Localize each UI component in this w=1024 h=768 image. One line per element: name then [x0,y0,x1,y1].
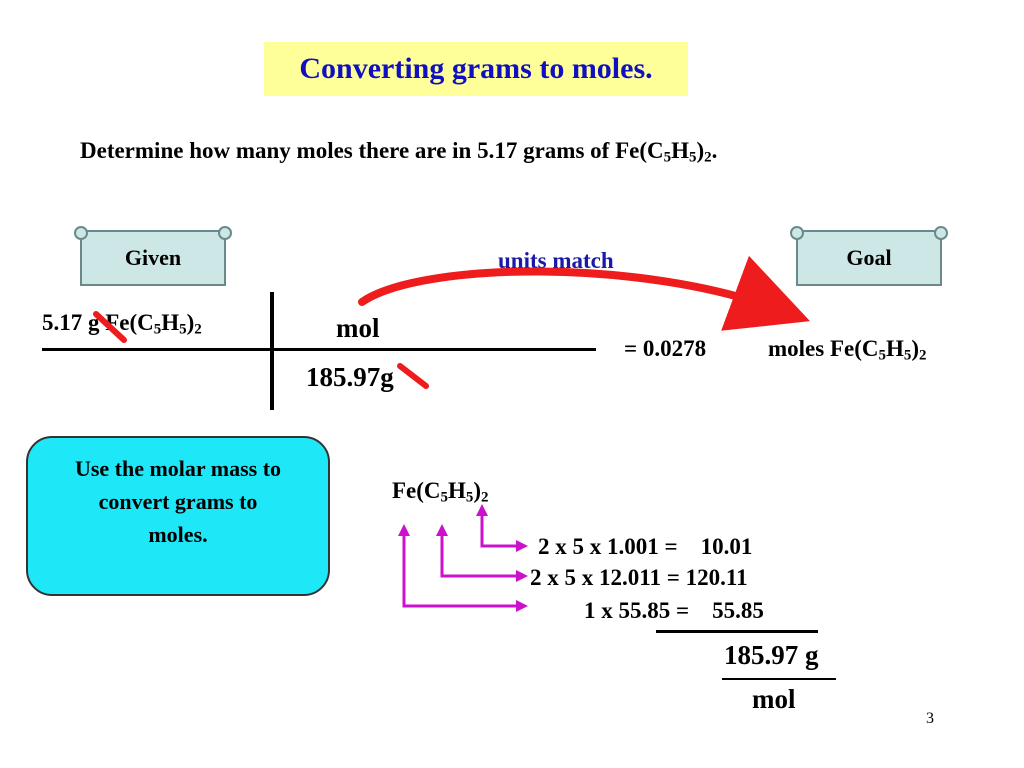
bracket-arrow-hydrogen [476,504,528,552]
result-value: = 0.0278 [624,336,707,361]
conversion-fraction-line [304,348,418,351]
iron-mass-row: 1 x 55.85 = 55.85 [584,598,764,623]
molar-mass-formula: Fe(C5H5)2 [392,478,489,506]
molar-mass-total: 185.97 g [724,640,819,670]
factor-denominator: 185.97g [306,362,394,392]
total-fraction-line [722,678,836,680]
given-gram-unit: g [88,310,100,335]
molar-mass-note: Use the molar mass to convert grams to m… [26,436,330,596]
question-text: Determine how many moles there are in 5.… [80,138,718,166]
sum-line [656,630,818,633]
given-scroll-label: Given [74,226,232,286]
molar-mass-denominator: mol [752,684,796,714]
goal-scroll-label: Goal [790,226,948,286]
goal-quantity: moles Fe(C5H5)2 [768,336,927,364]
bracket-arrow-carbon [436,524,528,582]
cancel-mark-denominator [397,363,429,389]
given-quantity: 5.17 g Fe(C5H5)2 [42,310,202,338]
page-number: 3 [926,710,934,727]
factor-vertical-line [270,292,274,410]
hydrogen-mass-row: 2 x 5 x 1.001 = 10.01 [538,534,753,559]
bracket-arrow-iron [398,524,528,612]
units-match-arrow [358,255,811,331]
factor-numerator: mol [336,313,380,343]
slide-title: Converting grams to moles. [264,42,688,96]
denominator-gram-unit: g [380,362,394,392]
cancel-mark-given [93,311,127,343]
carbon-mass-row: 2 x 5 x 12.011 = 120.11 [530,565,748,590]
